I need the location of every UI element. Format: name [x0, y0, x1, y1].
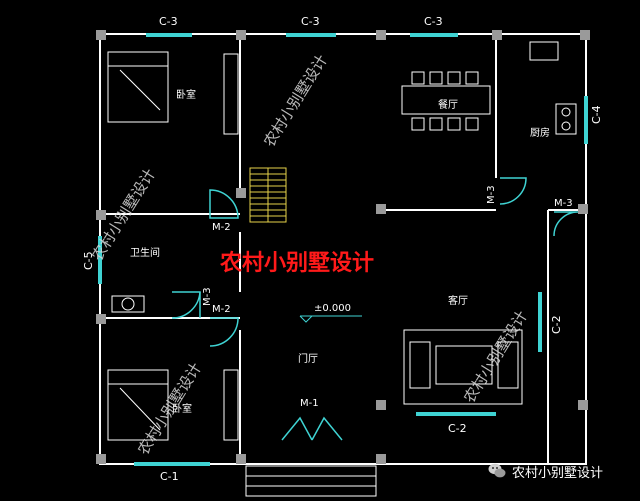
window-tag-c3-right: C-3: [424, 15, 443, 28]
columns: [96, 30, 590, 464]
column: [578, 400, 588, 410]
bed-top: [107, 51, 169, 123]
room-label-kitchen: 厨房: [530, 126, 550, 139]
windows: [98, 33, 588, 466]
door-tag-m3-kitchen: M-3: [486, 185, 497, 204]
door-m2-bath-arc: [171, 291, 201, 319]
room-label-bedroom-bottom: 卧室: [172, 402, 192, 415]
kitchen-sink: [529, 41, 559, 61]
column: [96, 30, 106, 40]
door-m3-kitchen: [499, 177, 527, 205]
room-label-dining: 餐厅: [438, 98, 458, 111]
window-c3-left: [146, 33, 192, 37]
dining-table: [401, 85, 491, 115]
entry-steps: [245, 465, 377, 497]
brand-tag: 农村小别墅设计: [488, 460, 603, 482]
column: [376, 30, 386, 40]
column: [376, 400, 386, 410]
level-marker: ±0.000: [299, 303, 362, 323]
window-c3-center: [286, 33, 336, 37]
column: [96, 314, 106, 324]
wardrobe-bottom: [223, 369, 239, 441]
doors: [171, 177, 579, 441]
sofa-set: [403, 329, 523, 405]
wechat-icon: [488, 463, 506, 478]
column: [96, 210, 106, 220]
column: [236, 30, 246, 40]
window-c3-right: [410, 33, 458, 37]
window-tag-c2-bottom: C-2: [448, 422, 467, 435]
bathtub: [111, 295, 145, 313]
level-mark: ±0.000: [314, 303, 351, 314]
wardrobe-top: [223, 53, 239, 135]
room-label-bathroom: 卫生间: [130, 246, 160, 259]
watermark: 农村小别墅设计: [134, 360, 205, 459]
room-label-living: 客厅: [448, 294, 468, 307]
door-tag-m2-bath: M-2: [212, 304, 231, 315]
furniture: [107, 41, 577, 441]
door-tag-m3-bath: M-3: [202, 287, 213, 306]
window-tag-c1: C-1: [160, 470, 179, 483]
watermark: 农村小别墅设计: [460, 308, 531, 407]
room-label-entry: 门厅: [298, 352, 318, 365]
window-c2-right: [538, 292, 542, 352]
watermark-banner: 农村小别墅设计: [219, 251, 374, 276]
bed-bottom: [107, 369, 169, 441]
column: [236, 188, 246, 198]
window-tag-c2-right: C-2: [550, 315, 563, 334]
window-tag-c5: C-5: [82, 251, 95, 270]
door-m1-right: [311, 416, 343, 441]
window-c1: [134, 462, 210, 466]
room-label-bedroom-top: 卧室: [176, 88, 196, 101]
stove: [555, 103, 577, 135]
column: [96, 454, 106, 464]
column: [492, 30, 502, 40]
door-m2-stair: [209, 189, 239, 219]
door-tag-m3-kitchen-bottom: M-3: [554, 198, 573, 209]
door-tag-m1: M-1: [300, 398, 319, 409]
stair: [249, 167, 287, 223]
window-c5: [98, 236, 102, 284]
column: [376, 454, 386, 464]
window-tag-c3-center: C-3: [301, 15, 320, 28]
window-c2-bottom: [416, 412, 496, 416]
column: [376, 204, 386, 214]
window-c4: [584, 96, 588, 144]
column: [580, 30, 590, 40]
column: [578, 204, 588, 214]
watermark: 农村小别墅设计: [260, 52, 331, 151]
window-tag-c3-left: C-3: [159, 15, 178, 28]
door-tag-m2-stair: M-2: [212, 222, 231, 233]
door-m3-bath: [209, 317, 239, 347]
column: [236, 454, 246, 464]
brand-text: 农村小别墅设计: [512, 465, 604, 481]
door-m3-kitchen-bottom: [553, 211, 579, 237]
window-tag-c4: C-4: [590, 105, 603, 124]
coffee-table: [435, 345, 493, 385]
door-m1-left: [281, 416, 313, 441]
